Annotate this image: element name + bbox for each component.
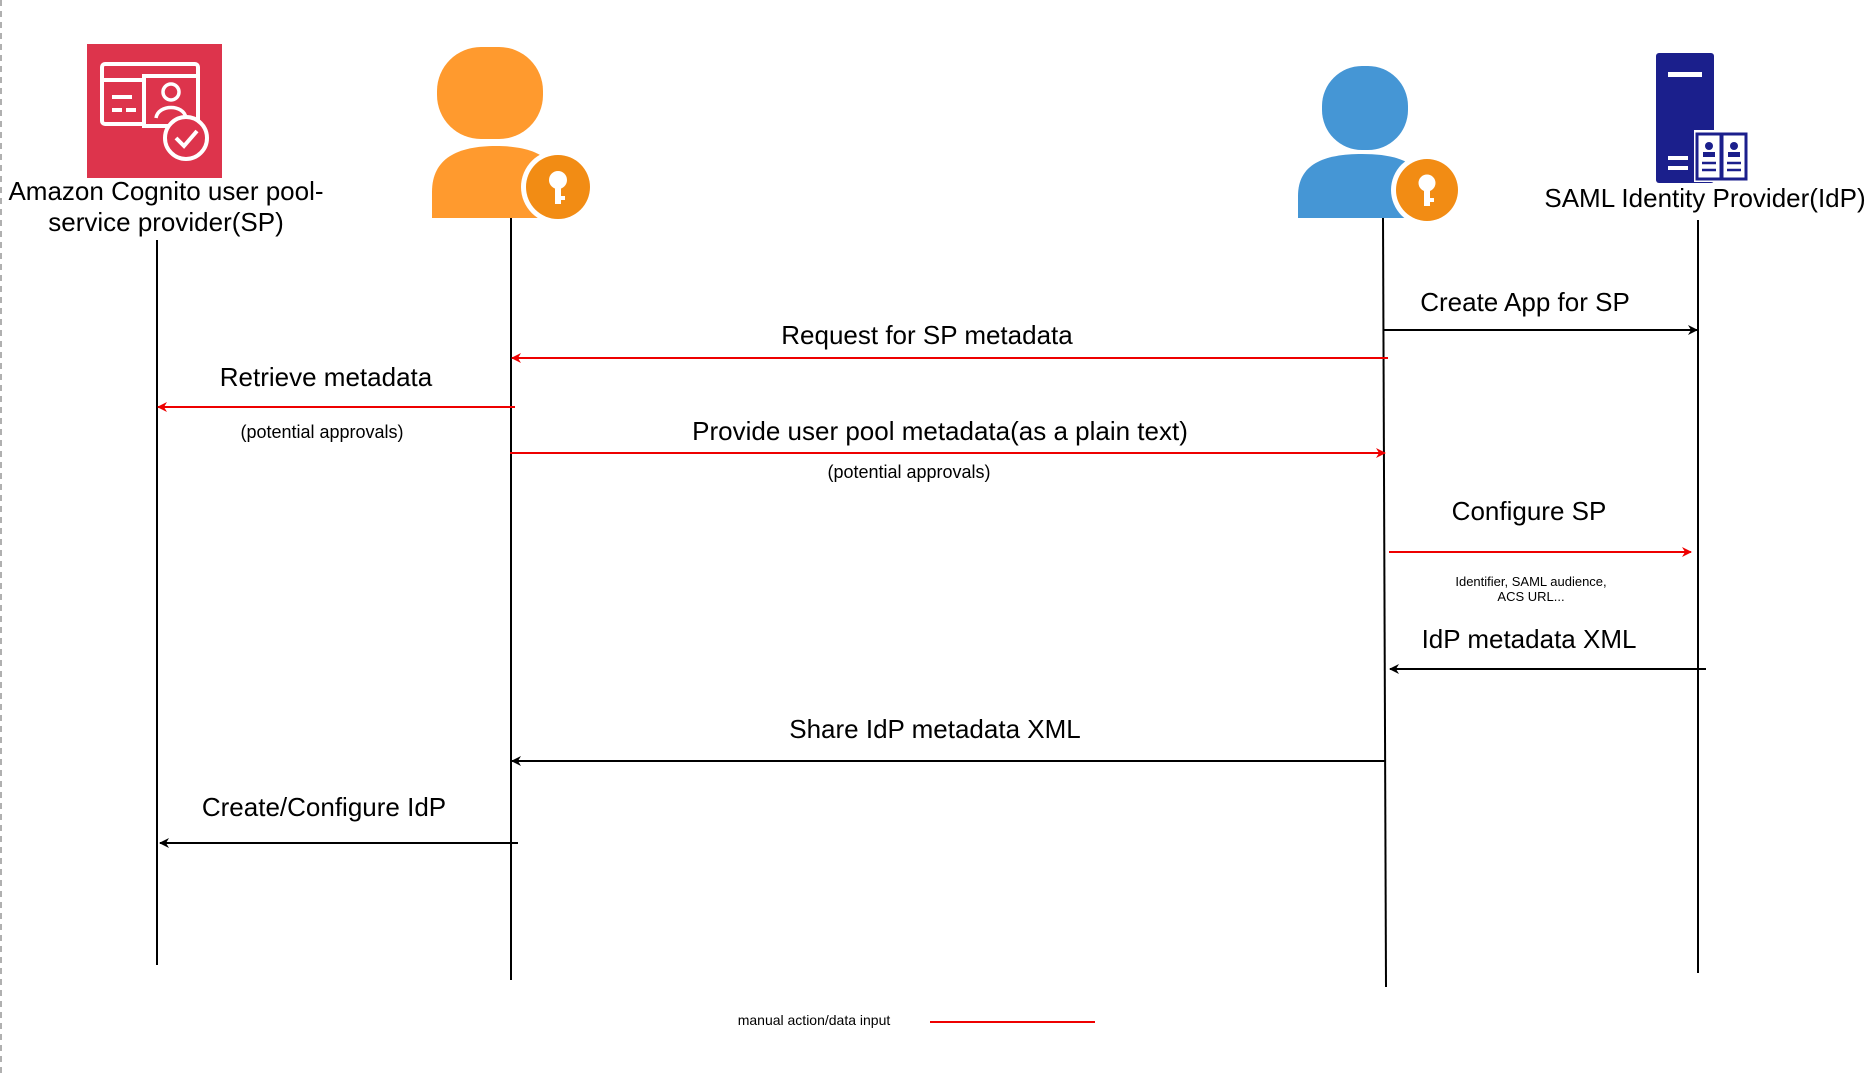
message-request-metadata: Request for SP metadata <box>511 320 1388 363</box>
actor-saml-idp: SAML Identity Provider(IdP) <box>1544 53 1866 213</box>
message-provide-metadata: Provide user pool metadata(as a plain te… <box>510 416 1386 482</box>
cognito-identity-card-icon <box>87 44 222 178</box>
key-badge-icon <box>521 150 595 224</box>
message-retrieve-metadata-note: (potential approvals) <box>240 422 403 442</box>
actor-cognito: Amazon Cognito user pool- service provid… <box>8 44 324 237</box>
actor-cognito-label-line-1: Amazon Cognito user pool- <box>8 176 323 206</box>
message-configure-sp-label: Configure SP <box>1452 496 1607 526</box>
message-configure-sp-note-line-2: ACS URL... <box>1497 589 1564 604</box>
message-share-metadata-label: Share IdP metadata XML <box>789 714 1080 744</box>
message-idp-metadata: IdP metadata XML <box>1389 624 1706 674</box>
legend-label: manual action/data input <box>738 1012 891 1028</box>
actor-admin-idp <box>1298 66 1463 226</box>
actor-cognito-label-line-2: service provider(SP) <box>48 207 284 237</box>
message-create-idp: Create/Configure IdP <box>159 792 518 848</box>
message-provide-metadata-note: (potential approvals) <box>827 462 990 482</box>
message-provide-metadata-label: Provide user pool metadata(as a plain te… <box>692 416 1188 446</box>
message-retrieve-metadata: Retrieve metadata (potential approvals) <box>157 362 515 442</box>
message-share-metadata: Share IdP metadata XML <box>511 714 1386 766</box>
message-idp-metadata-label: IdP metadata XML <box>1422 624 1637 654</box>
message-create-idp-label: Create/Configure IdP <box>202 792 446 822</box>
message-create-app: Create App for SP <box>1383 287 1698 335</box>
actor-admin-sp <box>432 47 595 224</box>
message-configure-sp: Configure SP Identifier, SAML audience, … <box>1389 496 1692 604</box>
message-retrieve-metadata-label: Retrieve metadata <box>220 362 433 392</box>
actor-saml-idp-label: SAML Identity Provider(IdP) <box>1544 183 1865 213</box>
message-request-metadata-label: Request for SP metadata <box>781 320 1073 350</box>
key-badge-icon <box>1391 154 1463 226</box>
message-create-app-label: Create App for SP <box>1420 287 1630 317</box>
lifeline-admin-idp <box>1382 217 1387 988</box>
legend: manual action/data input <box>738 1012 1095 1028</box>
server-directory-icon <box>1656 53 1749 183</box>
message-configure-sp-note-line-1: Identifier, SAML audience, <box>1455 574 1606 589</box>
